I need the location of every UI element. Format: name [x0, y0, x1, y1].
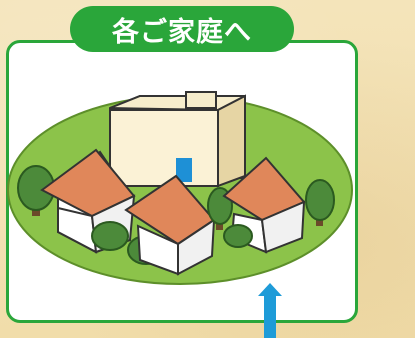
- house-2: [124, 174, 216, 276]
- up-arrow-icon: [258, 283, 282, 338]
- tree-left: [17, 165, 55, 216]
- tree-right: [305, 179, 335, 226]
- apartment-building: [109, 91, 246, 188]
- bush-1: [91, 221, 129, 251]
- card-title-text: 各ご家庭へ: [112, 16, 252, 48]
- card-title: 各ご家庭へ: [70, 6, 294, 52]
- building-door: [176, 158, 192, 182]
- bush-3: [223, 224, 253, 248]
